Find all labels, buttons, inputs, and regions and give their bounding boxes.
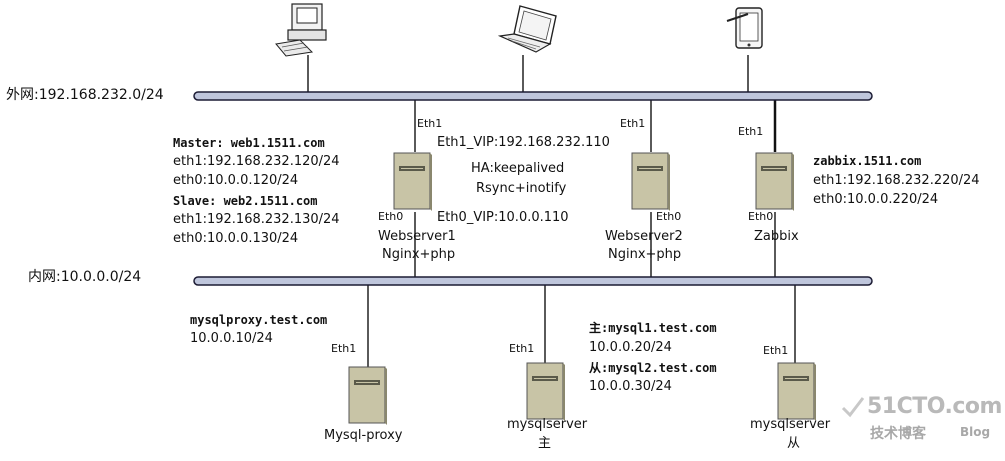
internal-network-label: 内网:10.0.0.0/24 — [28, 269, 142, 285]
web1-role: Nginx+php — [382, 247, 456, 262]
server-icon — [348, 366, 387, 425]
mysql1-ip-text: 10.0.0.20/24 — [589, 340, 672, 355]
mysql2-ip-text: 10.0.0.30/24 — [589, 379, 672, 394]
watermark-brand: 51CTO.com — [867, 394, 1002, 419]
watermark-sub: 技术博客 — [870, 426, 926, 442]
tablet-icon — [726, 7, 763, 49]
zabbix-eth1-label: Eth1 — [738, 125, 764, 138]
server-icon — [777, 362, 816, 421]
zabbix-eth0-label: Eth0 — [748, 210, 774, 223]
mysql2-host-label: 从:mysql2.test.com — [589, 361, 717, 375]
web1-name: Webserver1 — [378, 229, 456, 244]
mysql2-name: mysqlserver — [750, 417, 831, 432]
vip-internal-text: Eth0_VIP:10.0.0.110 — [437, 210, 569, 225]
web2-eth1-label: Eth1 — [620, 117, 646, 130]
mysql1-role: 主 — [538, 436, 552, 451]
master-eth1-text: eth1:192.168.232.120/24 — [173, 154, 340, 169]
external-network-label: 外网:192.168.232.0/24 — [6, 87, 164, 103]
master-host-label: Master: web1.1511.com — [173, 136, 325, 150]
slave-host-label: Slave: web2.1511.com — [173, 194, 318, 208]
server-icon — [526, 362, 565, 421]
sync-text: Rsync+inotify — [476, 181, 567, 196]
proxy-eth1-label: Eth1 — [331, 342, 357, 355]
proxy-name: Mysql-proxy — [324, 428, 403, 443]
web2-role: Nginx+php — [608, 247, 682, 262]
external-bus — [193, 91, 873, 101]
zabbix-eth1-text: eth1:192.168.232.220/24 — [813, 173, 980, 188]
web1-eth0-label: Eth0 — [378, 210, 404, 223]
mysql1-eth1-label: Eth1 — [509, 342, 535, 355]
zabbix-name: Zabbix — [754, 229, 799, 244]
laptop-icon — [497, 5, 557, 53]
master-eth0-text: eth0:10.0.0.120/24 — [173, 173, 299, 188]
mysql1-host-label: 主:mysql1.test.com — [589, 321, 717, 335]
server-icon — [755, 152, 794, 211]
watermark-check-icon — [841, 397, 865, 418]
server-icon — [393, 152, 432, 211]
web2-name: Webserver2 — [605, 229, 683, 244]
ha-text: HA:keepalived — [471, 161, 565, 176]
desktop-pc-icon — [275, 3, 327, 57]
vip-external-text: Eth1_VIP:192.168.232.110 — [437, 135, 610, 150]
proxy-host-label: mysqlproxy.test.com — [190, 313, 328, 327]
mysql1-name: mysqlserver — [507, 417, 588, 432]
mysql2-role: 从 — [787, 436, 801, 451]
web1-eth1-label: Eth1 — [417, 117, 443, 130]
slave-eth0-text: eth0:10.0.0.130/24 — [173, 231, 299, 246]
slave-eth1-text: eth1:192.168.232.130/24 — [173, 212, 340, 227]
server-icon — [631, 152, 670, 211]
proxy-ip-text: 10.0.0.10/24 — [190, 331, 273, 346]
mysql2-eth1-label: Eth1 — [763, 344, 789, 357]
web2-eth0-label: Eth0 — [656, 210, 682, 223]
watermark-blog: Blog — [960, 425, 991, 439]
internal-bus — [193, 276, 873, 286]
zabbix-eth0-text: eth0:10.0.0.220/24 — [813, 192, 939, 207]
zabbix-host-label: zabbix.1511.com — [813, 154, 922, 168]
